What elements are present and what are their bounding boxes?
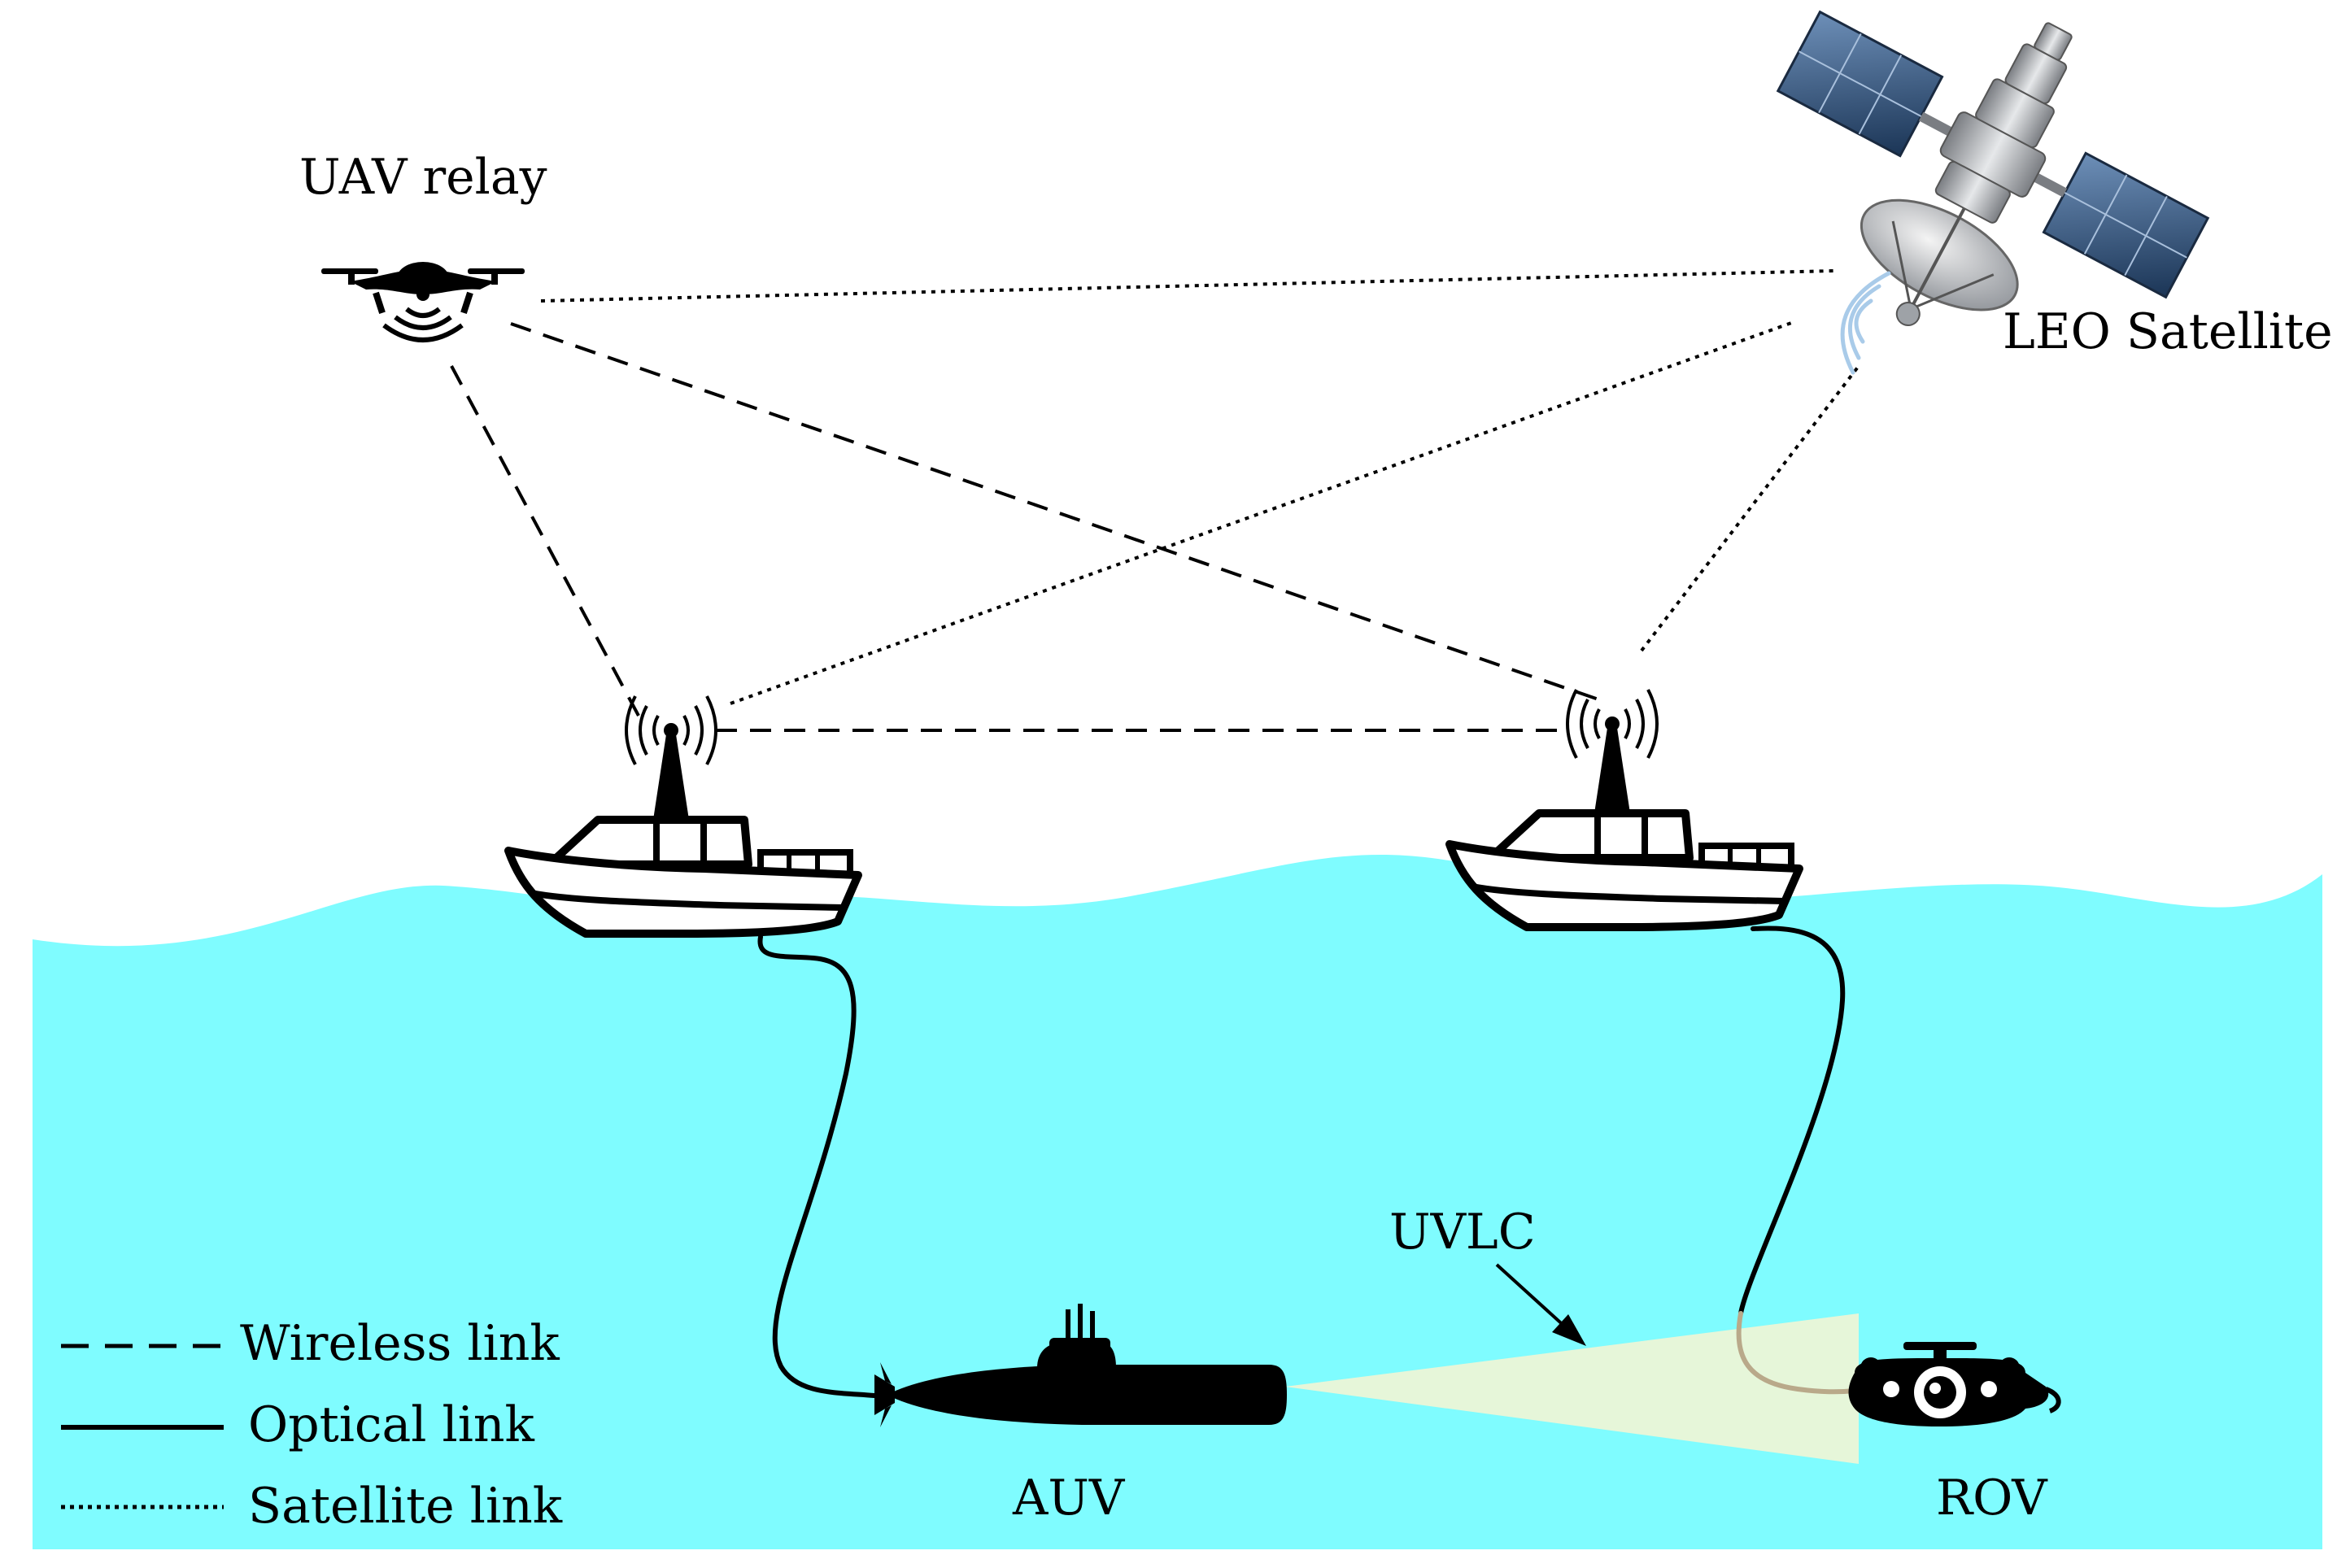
satellite-signal-icon bbox=[1840, 271, 1891, 375]
legend-optical-label: Optical link bbox=[248, 1396, 535, 1453]
satellite-links bbox=[540, 269, 1860, 705]
boat-icon-left bbox=[504, 695, 862, 938]
rov-tether-submerged bbox=[1736, 1311, 1857, 1395]
uvlc-arrow bbox=[1495, 1263, 1586, 1346]
rov-label: ROV bbox=[1936, 1470, 2048, 1527]
wireless-links bbox=[450, 322, 1599, 732]
rov-icon bbox=[1848, 1342, 2061, 1426]
uvlc-beam bbox=[1285, 1313, 1859, 1464]
uvlc-label: UVLC bbox=[1389, 1204, 1536, 1261]
uav-relay-label: UAV relay bbox=[299, 149, 547, 206]
leo-satellite-label: LEO Satellite bbox=[2003, 303, 2333, 360]
satellite-icon bbox=[1776, 10, 2210, 327]
boat-icon-right bbox=[1445, 689, 1803, 931]
legend-wireless-label: Wireless link bbox=[240, 1315, 560, 1372]
legend: Wireless link Optical link Satellite lin… bbox=[61, 1315, 563, 1535]
antenna-icon bbox=[1566, 689, 1659, 759]
optical-links bbox=[757, 926, 1846, 1398]
drone-icon bbox=[321, 262, 525, 342]
auv-label: AUV bbox=[1012, 1470, 1126, 1527]
legend-satellite-label: Satellite link bbox=[248, 1478, 563, 1535]
antenna-icon bbox=[625, 695, 717, 765]
submarine-icon bbox=[874, 1304, 1287, 1427]
